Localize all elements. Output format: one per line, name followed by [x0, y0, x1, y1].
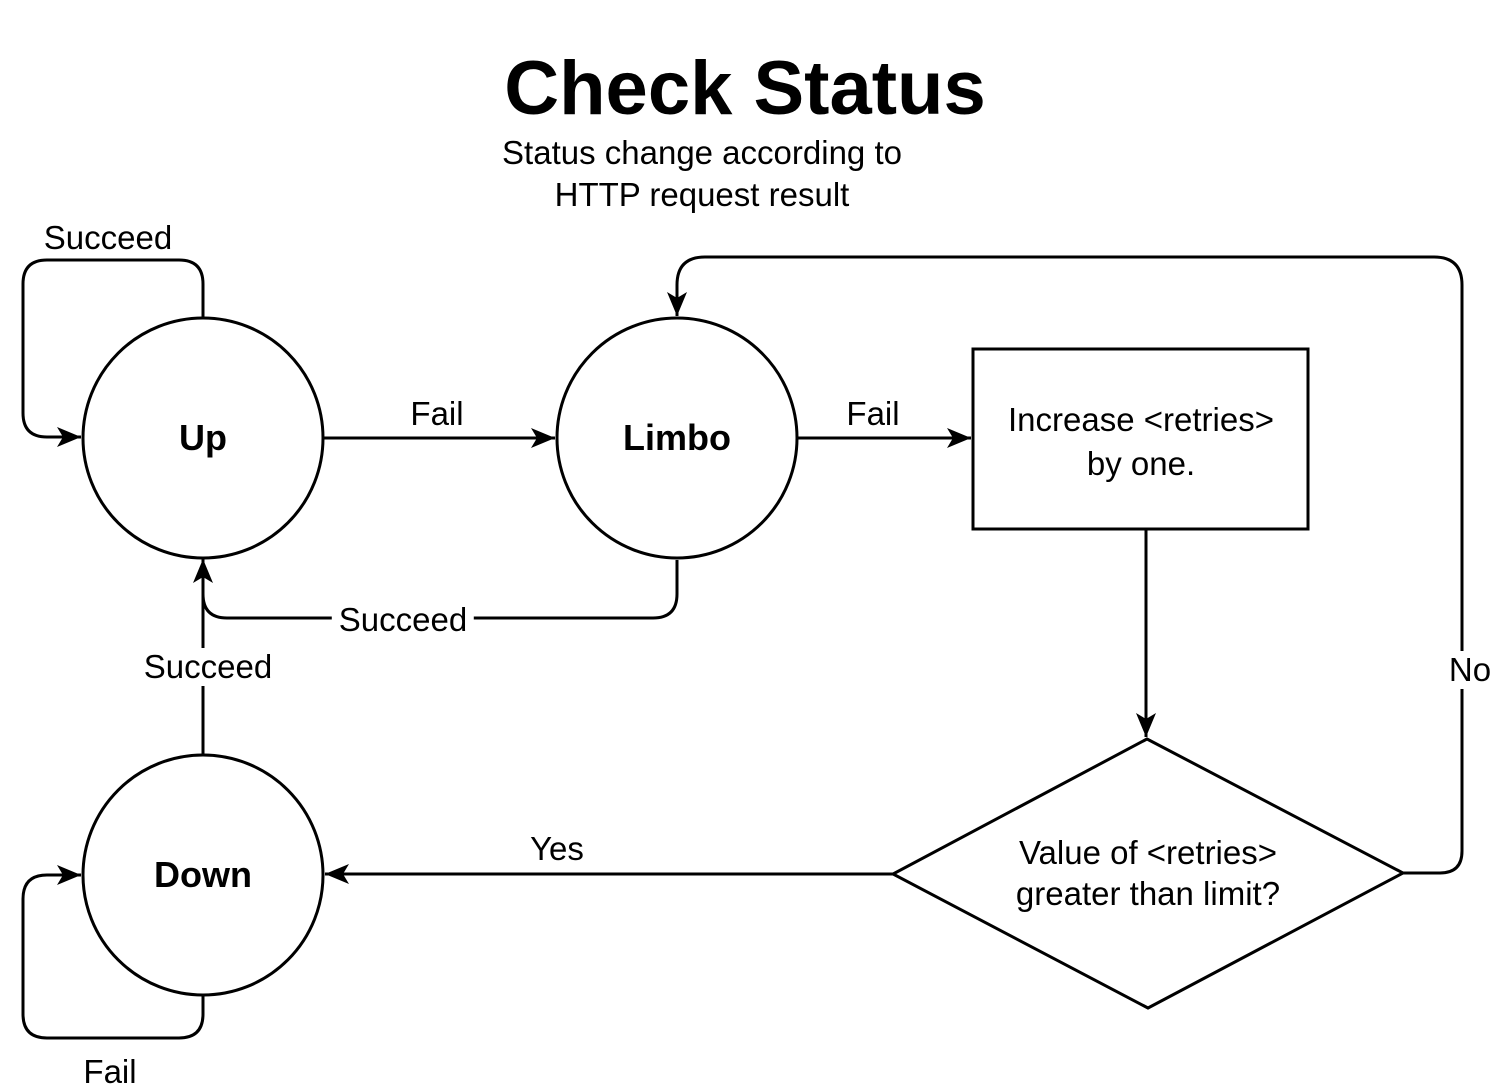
edge-up-self-loop [21, 258, 205, 447]
page-subtitle: Status change according to HTTP request … [502, 134, 902, 213]
process-increase-retries-text: Increase <retries> by one. [1008, 401, 1274, 482]
process-increase-retries-box [971, 347, 1310, 531]
state-limbo-label: Limbo [623, 417, 731, 458]
decision-retries-limit-text: Value of <retries> greater than limit? [1015, 834, 1281, 912]
edge-label-up-to-limbo-fail: Fail [403, 395, 471, 433]
state-up-label: Up [179, 417, 227, 458]
state-up-circle [81, 316, 325, 560]
edge-label-limbo-to-increase-fail: Fail [839, 395, 907, 433]
edge-label-decision-to-down-yes: Yes [523, 830, 591, 868]
edge-down-self-loop [21, 865, 205, 1040]
edge-decision-to-limbo [667, 255, 1464, 875]
edge-label-down-self-fail: Fail [76, 1053, 144, 1091]
page-title: Check Status [504, 46, 986, 131]
edge-label-down-to-up-succeed: Succeed [136, 648, 280, 686]
edge-label-limbo-to-up-succeed: Succeed [331, 601, 475, 639]
state-down-label: Down [154, 854, 252, 895]
state-down-circle [81, 753, 325, 997]
edge-label-decision-to-limbo-no: No [1441, 651, 1494, 689]
edge-label-up-self-succeed: Succeed [36, 219, 180, 257]
decision-retries-limit-diamond [889, 737, 1407, 1010]
state-limbo-circle [555, 316, 799, 560]
